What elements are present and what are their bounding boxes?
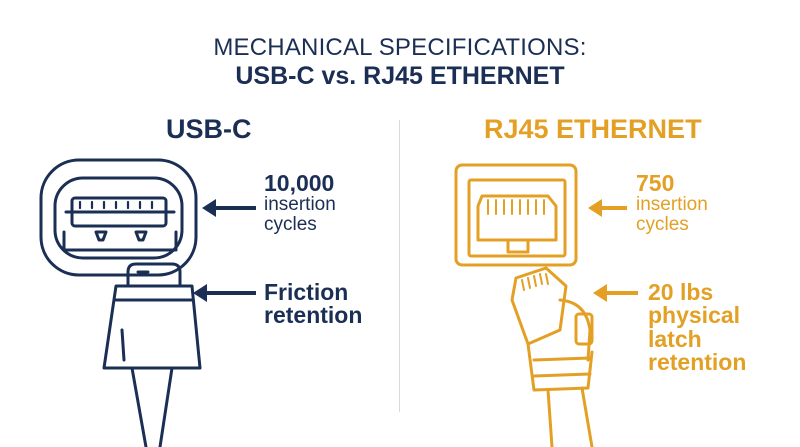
rj45-retention-line2: physical bbox=[648, 302, 741, 329]
usbc-insertion-line2: cycles bbox=[264, 213, 317, 235]
title-line-1: MECHANICAL SPECIFICATIONS: bbox=[213, 34, 587, 61]
arrow-left-icon bbox=[588, 199, 627, 217]
rj45-insertion-value: 750 bbox=[636, 170, 675, 196]
usbc-retention-line2: retention bbox=[264, 302, 363, 329]
usbc-heading: USB-C bbox=[166, 114, 252, 144]
usbc-insertion-value: 10,000 bbox=[264, 170, 335, 196]
rj45-cable-icon bbox=[510, 266, 594, 447]
rj45-retention-spec: 20 lbs physical latch retention bbox=[648, 279, 747, 376]
usbc-retention-spec: Friction retention bbox=[264, 279, 363, 329]
rj45-retention-line4: retention bbox=[648, 349, 747, 376]
rj45-heading: RJ45 ETHERNET bbox=[484, 114, 702, 144]
column-divider bbox=[399, 120, 400, 412]
rj45-retention-line1: 20 lbs bbox=[648, 279, 714, 305]
rj45-insertion-line2: cycles bbox=[636, 213, 689, 235]
title-line-2: USB-C vs. RJ45 ETHERNET bbox=[235, 62, 565, 90]
rj45-insertion-line1: insertion bbox=[636, 194, 708, 216]
usb-c-port-icon bbox=[39, 158, 198, 277]
rj45-jack-icon bbox=[454, 163, 578, 267]
arrow-left-icon bbox=[593, 284, 638, 302]
usbc-retention-line1: Friction bbox=[264, 279, 349, 305]
rj45-retention-line3: latch bbox=[648, 325, 702, 352]
arrow-left-icon bbox=[193, 284, 256, 302]
usb-c-cable-icon bbox=[102, 262, 202, 447]
usbc-insertion-line1: insertion bbox=[264, 194, 336, 216]
usbc-insertion-spec: 10,000 insertion cycles bbox=[264, 170, 336, 235]
arrow-left-icon bbox=[202, 199, 256, 217]
rj45-insertion-spec: 750 insertion cycles bbox=[636, 170, 708, 235]
